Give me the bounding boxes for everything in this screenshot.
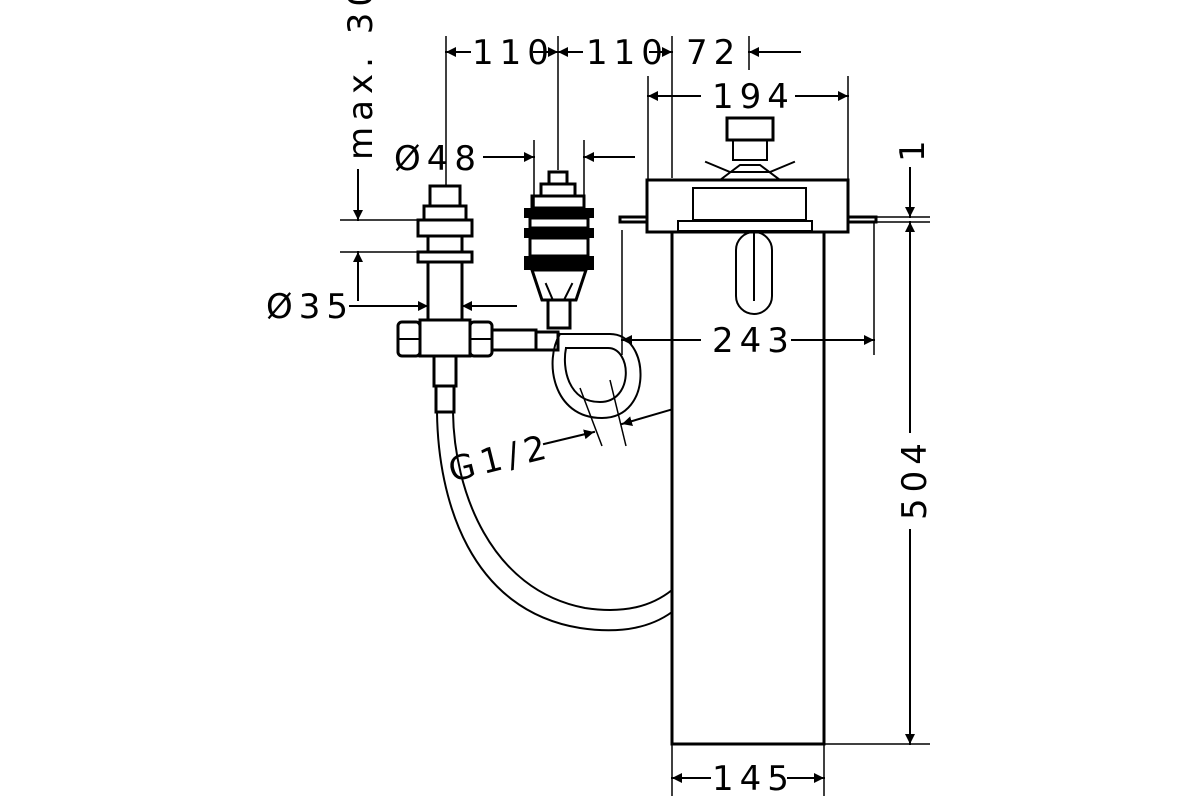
dim-145: 145 [671, 744, 825, 799]
dim-110-right: 110 [586, 33, 669, 73]
dim-max-30-label: max. 30 [341, 0, 381, 160]
spout-body [618, 116, 878, 746]
dim-1: 1 [876, 134, 933, 247]
right-valve [524, 170, 594, 330]
dim-145-label: 145 [712, 759, 795, 799]
dim-243: 243 [621, 222, 875, 361]
dim-72: 72 [686, 33, 741, 73]
dim-top: 110 110 72 [445, 33, 801, 186]
connector-pipe [490, 328, 560, 352]
dim-243-label: 243 [712, 321, 795, 361]
dim-diameter-48: Ø48 [394, 139, 635, 210]
dim-max-30: max. 30 [340, 0, 420, 301]
dim-110-left: 110 [472, 33, 555, 73]
dim-diameter-48-label: Ø48 [394, 139, 482, 179]
dim-thread-label: G1/2 [445, 427, 557, 491]
dim-504-label: 504 [895, 437, 935, 520]
left-valve [396, 184, 494, 414]
hose [435, 332, 674, 632]
dim-diameter-35-label: Ø35 [266, 287, 354, 327]
dim-1-label: 1 [893, 134, 933, 162]
dim-diameter-35: Ø35 [266, 287, 517, 327]
dim-504: 504 [824, 245, 935, 745]
dim-194-label: 194 [712, 77, 795, 117]
dim-194: 194 [647, 76, 849, 180]
